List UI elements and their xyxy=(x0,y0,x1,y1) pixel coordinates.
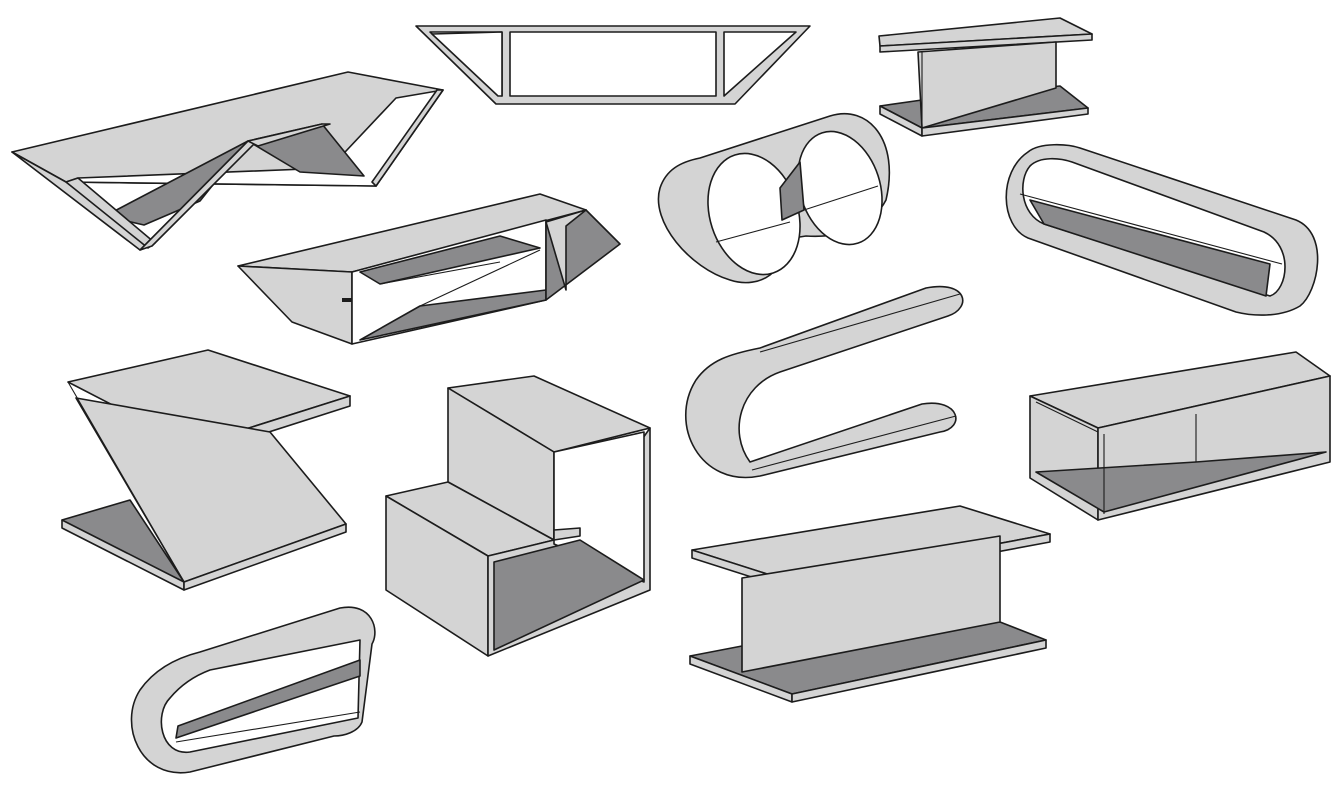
i-beam-large xyxy=(689,505,1051,703)
oval-duct-long xyxy=(1005,143,1319,316)
stepped-box xyxy=(385,375,651,657)
c-curve-channel xyxy=(685,285,964,479)
oval-duct-short xyxy=(130,606,376,774)
double-ring-duct xyxy=(657,112,891,284)
open-truss-prism xyxy=(11,71,444,251)
rectangular-box-duct xyxy=(1029,351,1331,521)
z-section xyxy=(61,349,351,591)
i-beam-small xyxy=(878,17,1093,137)
slot-mark xyxy=(342,298,352,302)
truss-box-beam xyxy=(237,193,621,345)
trapezoid-frame xyxy=(415,25,811,105)
